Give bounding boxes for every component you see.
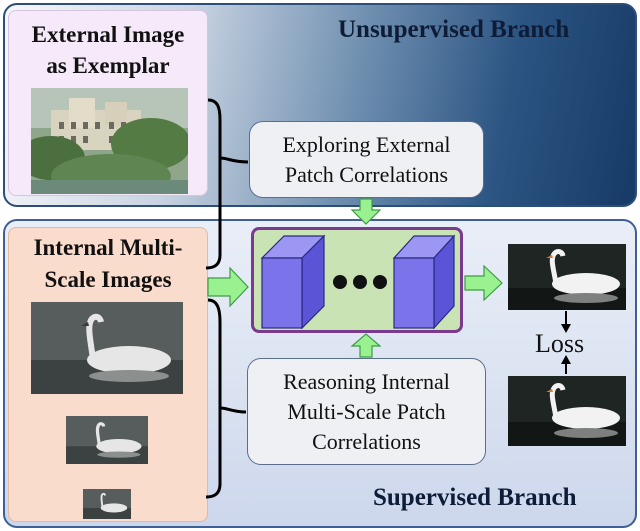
external-box-line2: Patch Correlations <box>284 161 449 187</box>
output-arrow <box>464 264 503 302</box>
lower-brace-tip <box>219 406 247 414</box>
internal-box-line2: Multi-Scale Patch <box>287 398 446 424</box>
external-box-line1: Exploring External <box>282 131 451 157</box>
external-exemplar-image <box>31 88 188 194</box>
internal-panel-title-line2: Scale Images <box>44 267 172 292</box>
loss-arrow-down <box>561 324 571 333</box>
input-arrow <box>207 266 249 308</box>
lower-brace <box>205 298 222 499</box>
external-panel-title-line1: External Image <box>31 22 185 47</box>
deraining-network <box>251 227 463 333</box>
internal-correlation-box: Reasoning Internal Multi-Scale Patch Cor… <box>247 358 486 465</box>
internal-images-panel: Internal Multi- Scale Images <box>8 227 208 522</box>
rainy-swan-image-small <box>83 489 131 519</box>
unsupervised-branch-title: Unsupervised Branch <box>338 16 570 43</box>
internal-box-line3: Correlations <box>312 428 421 454</box>
internal-box-line1: Reasoning Internal <box>283 368 450 394</box>
ground-truth-image <box>508 376 626 446</box>
down-arrow <box>350 198 382 225</box>
internal-panel-title-line1: Internal Multi- <box>33 235 183 260</box>
external-image-panel: External Image as Exemplar <box>8 10 208 196</box>
upper-brace-tip <box>219 156 249 164</box>
upper-brace <box>205 98 222 270</box>
up-arrow <box>350 333 382 358</box>
supervised-branch-title: Supervised Branch <box>373 484 577 511</box>
rainy-swan-image-medium <box>66 416 148 464</box>
rainy-swan-image-large <box>31 302 183 394</box>
output-derained-image <box>508 244 626 310</box>
loss-label: Loss <box>535 329 585 358</box>
external-panel-title-line2: as Exemplar <box>46 53 170 78</box>
external-correlation-box: Exploring External Patch Correlations <box>249 121 484 198</box>
loss-arrow-up <box>561 355 571 364</box>
network-block-right <box>392 234 456 330</box>
network-block-left <box>260 234 326 330</box>
